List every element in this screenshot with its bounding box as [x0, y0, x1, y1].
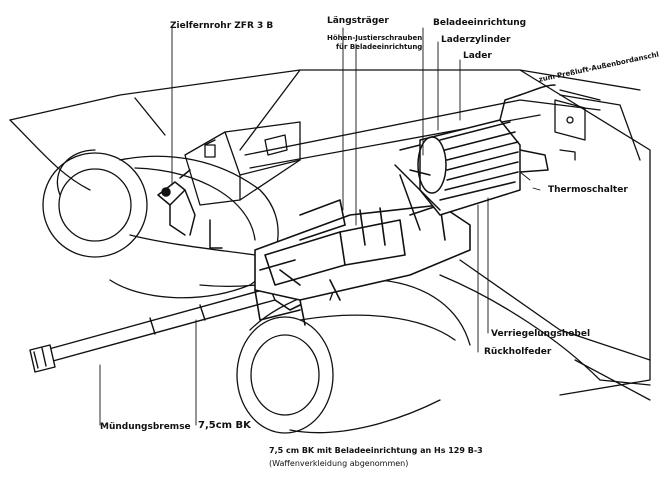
leader-lines: [99, 27, 541, 426]
caption-title: 7,5 cm BK mit Beladeeinrichtung an Hs 12…: [269, 446, 483, 455]
label-verriegelungshebel: Verriegelungshebel: [491, 329, 591, 339]
gun-mount-frame: [254, 199, 471, 326]
label-thermoschalter: Thermoschalter: [548, 185, 628, 195]
label-hoehen-justierschrauben: Höhen-Justierschrauben: [327, 34, 423, 42]
label-muendungsbremse: Mündungsbremse: [100, 422, 191, 432]
thermo-switch-panel: [554, 99, 586, 161]
caption-subtitle: (Waffenverkleidung abgenommen): [269, 459, 409, 468]
label-lader: Lader: [463, 51, 492, 61]
left-engine-nacelle: [42, 149, 279, 299]
loader-drum: [394, 84, 556, 231]
label-fuer-beladeeinrichtung: für Beladeeinrichtung: [336, 43, 423, 51]
airframe-outline: [9, 69, 651, 401]
gun-sight-assembly: [157, 169, 223, 249]
label-gun: 7,5cm BK: [198, 420, 251, 431]
label-laengstraeger: Längsträger: [327, 16, 389, 26]
label-rueckholfeder: Rückholfeder: [484, 347, 552, 357]
label-zielfernrohr: Zielfernrohr ZFR 3 B: [170, 21, 274, 31]
cockpit-canopy: [184, 121, 301, 206]
label-beladeeinrichtung: Beladeeinrichtung: [433, 18, 527, 28]
label-laderzylinder: Laderzylinder: [441, 35, 511, 45]
